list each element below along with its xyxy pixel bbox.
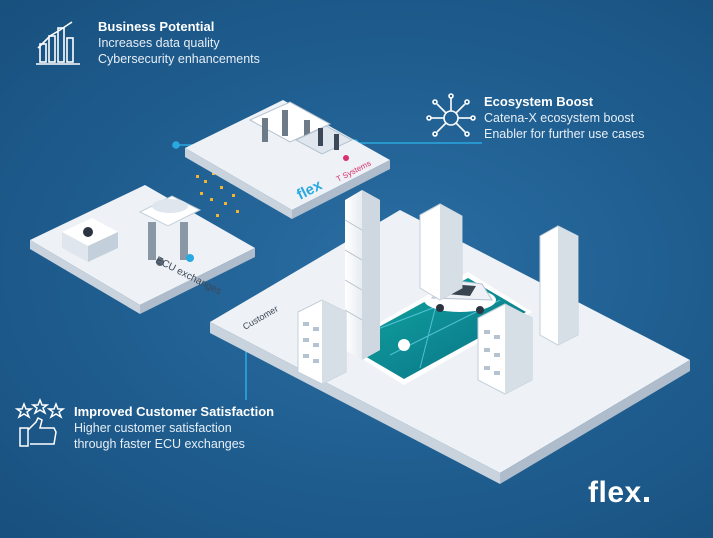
customer-satisfaction-callout: Improved Customer Satisfaction Higher cu… [74, 404, 274, 452]
tall-tower [344, 190, 380, 360]
business-potential-callout: Business Potential Increases data qualit… [98, 19, 260, 67]
network-hub-icon [426, 93, 476, 137]
ecosystem-boost-callout: Ecosystem Boost Catena-X ecosystem boost… [484, 94, 645, 142]
location-pin-icon [398, 339, 410, 351]
flex-logo-dot [643, 497, 649, 502]
office-building-back [419, 203, 463, 301]
factory-platform: flex T Systems [185, 100, 390, 219]
customer-satisfaction-title: Improved Customer Satisfaction [74, 404, 275, 419]
customer-platform: Customer [210, 190, 690, 484]
factory-machinery [248, 101, 354, 161]
office-building-front [477, 303, 533, 395]
business-potential-title: Business Potential [98, 19, 215, 34]
ecu-box [62, 218, 118, 262]
customer-satisfaction-line-2: through faster ECU exchanges [74, 437, 245, 451]
office-building-right [539, 225, 579, 346]
ecosystem-boost-title: Ecosystem Boost [484, 94, 594, 109]
business-potential-line-2: Cybersecurity enhancements [98, 52, 260, 66]
connector-dot-business [172, 141, 180, 149]
ecosystem-boost-line-1: Catena-X ecosystem boost [484, 111, 635, 125]
ecu-platform: ECU exchanges [30, 185, 255, 314]
flex-logo: flex [588, 476, 649, 510]
car-lift [138, 195, 202, 266]
thumbs-up-stars-icon [14, 398, 66, 447]
business-potential-line-1: Increases data quality [98, 36, 220, 50]
ecosystem-boost-line-2: Enabler for further use cases [484, 127, 645, 141]
customer-satisfaction-line-1: Higher customer satisfaction [74, 421, 232, 435]
bar-chart-icon [36, 21, 80, 65]
office-building-left [297, 299, 347, 385]
flex-logo-text: flex [588, 476, 642, 509]
